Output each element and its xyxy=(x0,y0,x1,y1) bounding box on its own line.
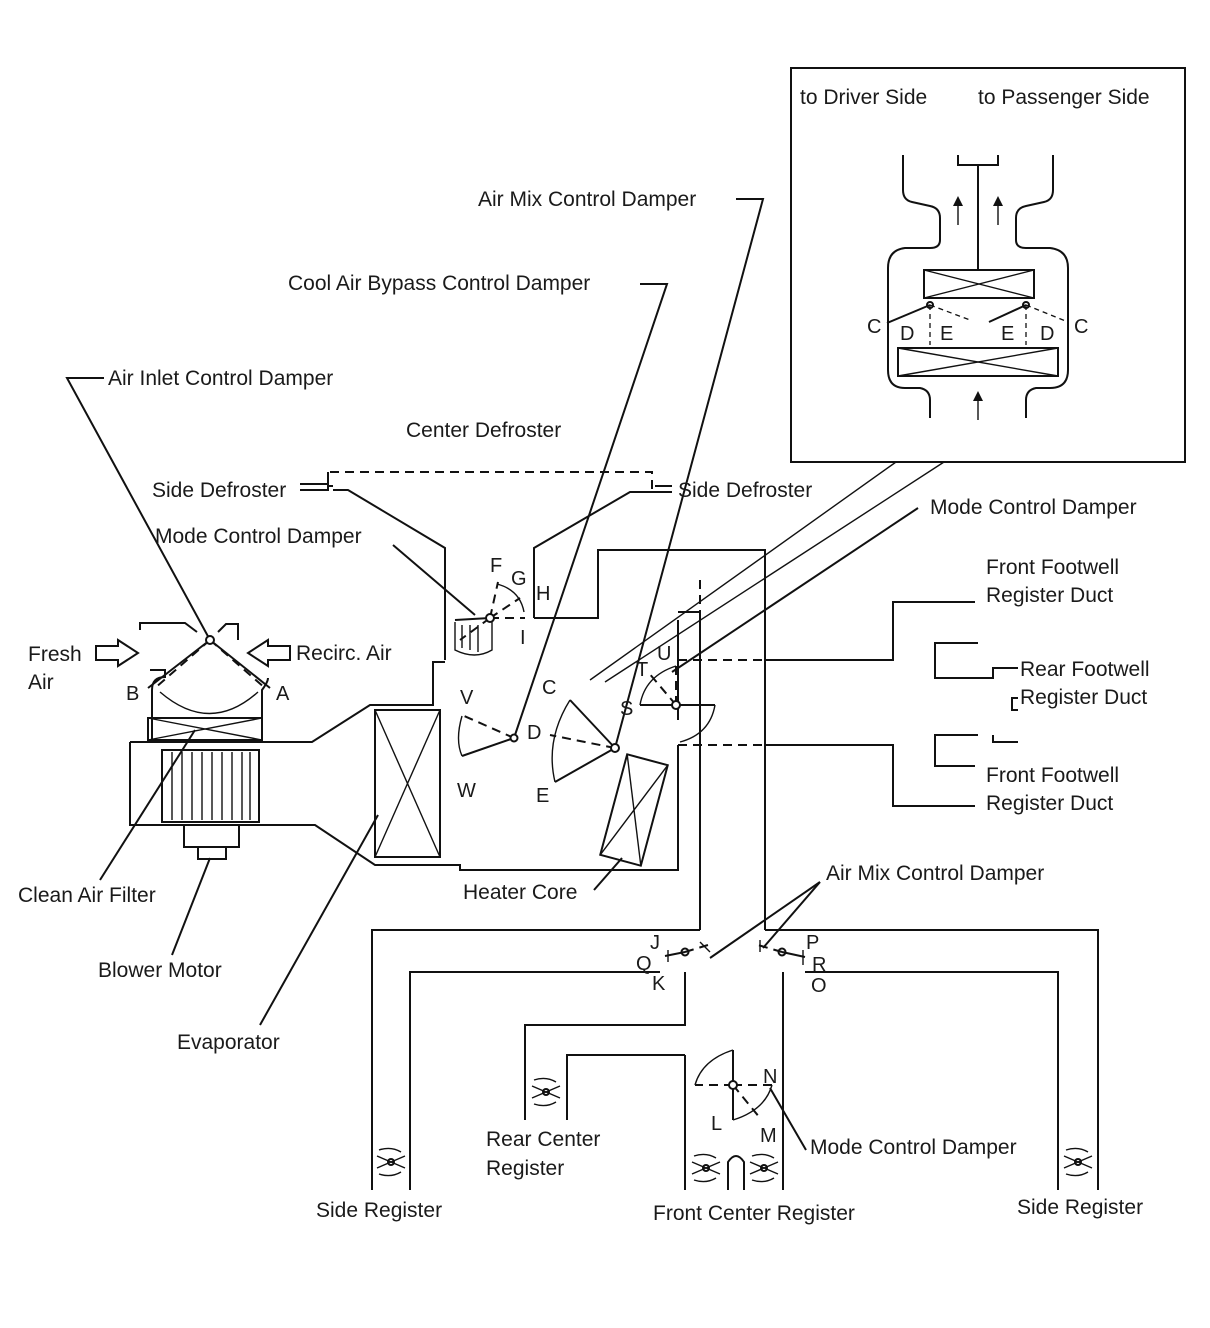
label-side-register-right: Side Register xyxy=(1017,1196,1143,1219)
label-rear-center-register-2: Register xyxy=(486,1157,564,1180)
inset-letter-d-left: D xyxy=(900,323,914,345)
register-fan-side-right xyxy=(1063,1147,1093,1177)
letter-v: V xyxy=(460,687,474,709)
label-recirc-air: Recirc. Air xyxy=(296,642,392,665)
inset-letter-e-right: E xyxy=(1001,323,1014,345)
label-evaporator: Evaporator xyxy=(177,1031,280,1054)
letter-c: C xyxy=(542,677,556,699)
label-front-footwell-bottom-2: Register Duct xyxy=(986,792,1113,815)
letter-t: T xyxy=(636,659,648,681)
letter-w: W xyxy=(457,780,476,802)
label-air-mix-control-damper-bottom: Air Mix Control Damper xyxy=(826,862,1044,885)
register-fan-rear-center xyxy=(531,1077,561,1107)
inset-leader-left xyxy=(589,461,897,681)
label-blower-motor: Blower Motor xyxy=(98,959,222,982)
damper-jkq xyxy=(664,941,711,962)
label-heater-core: Heater Core xyxy=(463,881,577,904)
label-rear-footwell-2: Register Duct xyxy=(1020,686,1147,709)
label-fresh-air-1: Fresh xyxy=(28,643,82,666)
inset-letter-c-left: C xyxy=(867,316,881,338)
inset-letter-d-right: D xyxy=(1040,323,1054,345)
label-mode-control-damper-left: Mode Control Damper xyxy=(155,525,362,548)
recirc-air-arrow xyxy=(246,638,291,668)
label-cool-air-bypass-control-damper: Cool Air Bypass Control Damper xyxy=(288,272,590,295)
footwell-ducts xyxy=(678,601,1018,807)
label-to-driver-side: to Driver Side xyxy=(800,86,927,109)
label-side-register-left: Side Register xyxy=(316,1199,442,1222)
letter-q: Q xyxy=(636,953,652,975)
letter-i: I xyxy=(520,627,526,649)
label-side-defroster-left: Side Defroster xyxy=(152,479,286,502)
hvac-case xyxy=(129,549,766,930)
heater-core xyxy=(599,753,669,867)
label-to-passenger-side: to Passenger Side xyxy=(978,86,1150,109)
damper-stu xyxy=(639,665,716,743)
inset-leader-right xyxy=(604,461,945,683)
evaporator-core xyxy=(374,709,441,858)
label-front-footwell-top-1: Front Footwell xyxy=(986,556,1119,579)
letter-r: R xyxy=(812,954,826,976)
damper-vw xyxy=(457,714,519,757)
letter-b: B xyxy=(126,683,139,705)
letter-j: J xyxy=(650,932,660,954)
label-front-center-register: Front Center Register xyxy=(653,1202,855,1225)
label-fresh-air-2: Air xyxy=(28,671,54,694)
letter-h: H xyxy=(536,583,550,605)
register-fan-front-center-left xyxy=(691,1153,721,1183)
letter-a: A xyxy=(276,683,290,705)
letter-u: U xyxy=(657,643,671,665)
letter-k: K xyxy=(652,973,666,995)
label-front-footwell-top-2: Register Duct xyxy=(986,584,1113,607)
lower-ducts xyxy=(371,580,1099,1190)
defroster-ducts xyxy=(300,471,672,660)
inset-detail: to Driver Side to Passenger Side C D E E… xyxy=(790,67,1186,463)
letter-f: F xyxy=(490,555,502,577)
letter-l: L xyxy=(711,1113,722,1135)
register-fan-front-center-right xyxy=(749,1153,779,1183)
label-side-defroster-right: Side Defroster xyxy=(678,479,812,502)
letter-e: E xyxy=(536,785,549,807)
inset-letter-e-left: E xyxy=(940,323,953,345)
letter-p: P xyxy=(806,932,819,954)
label-rear-center-register-1: Rear Center xyxy=(486,1128,600,1151)
damper-lmn xyxy=(694,1049,773,1121)
damper-cde xyxy=(549,699,620,783)
inset-letter-c-right: C xyxy=(1074,316,1088,338)
register-fan-side-left xyxy=(376,1147,406,1177)
label-rear-footwell-1: Rear Footwell xyxy=(1020,658,1150,681)
blower-assembly xyxy=(139,622,271,860)
label-clean-air-filter: Clean Air Filter xyxy=(18,884,156,907)
label-mode-control-damper-bottom: Mode Control Damper xyxy=(810,1136,1017,1159)
letter-m: M xyxy=(760,1125,777,1147)
label-mode-control-damper-right: Mode Control Damper xyxy=(930,496,1137,519)
damper-pro xyxy=(757,940,806,965)
letter-d: D xyxy=(527,722,541,744)
letter-o: O xyxy=(811,975,827,997)
label-center-defroster: Center Defroster xyxy=(406,419,561,442)
label-air-inlet-control-damper: Air Inlet Control Damper xyxy=(108,367,333,390)
label-front-footwell-bottom-1: Front Footwell xyxy=(986,764,1119,787)
letter-n: N xyxy=(763,1066,777,1088)
fresh-air-arrow xyxy=(95,638,140,668)
letter-s: S xyxy=(620,698,633,720)
damper-fghi xyxy=(454,581,525,656)
letter-g: G xyxy=(511,568,527,590)
label-air-mix-control-damper-top: Air Mix Control Damper xyxy=(478,188,696,211)
